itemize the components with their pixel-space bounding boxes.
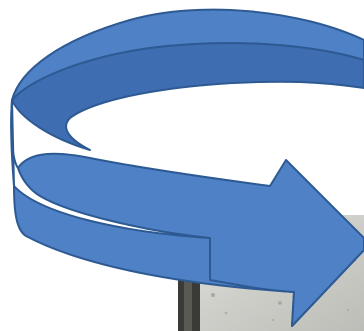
slide-canvas — [10, 8, 364, 331]
curved-arrow-icon — [10, 8, 364, 327]
curved-arrow-graphic — [10, 8, 364, 327]
